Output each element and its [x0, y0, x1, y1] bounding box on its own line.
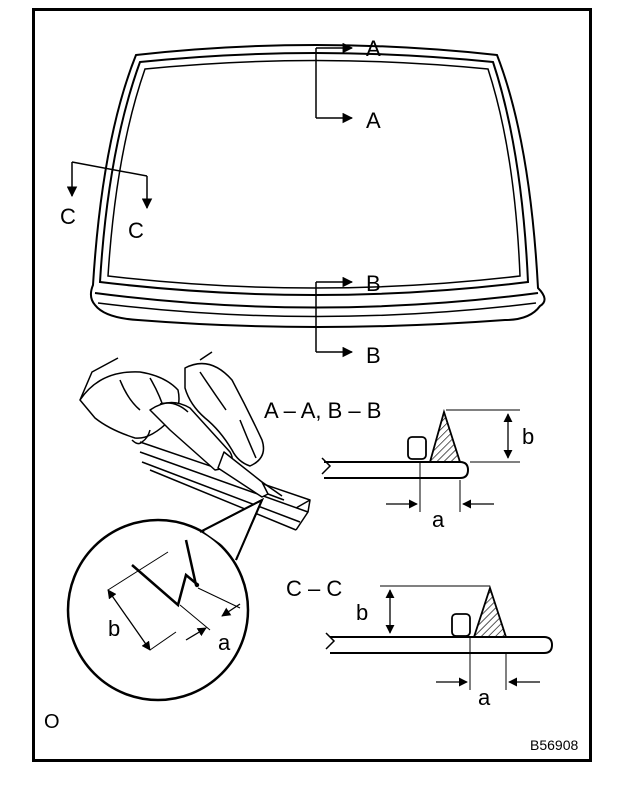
label-cc-dim-b: b — [356, 600, 368, 625]
figure-id: B56908 — [530, 737, 578, 753]
section-cc-bead — [472, 585, 508, 638]
section-ab-dam — [407, 436, 427, 460]
section-ab-detail — [321, 408, 520, 512]
hands-with-sealant-gun — [79, 351, 311, 531]
windshield-molding-inner — [107, 59, 521, 289]
heading-section-ab: A – A, B – B — [264, 398, 381, 423]
section-cc-glass — [330, 636, 554, 654]
bead-zigzag — [131, 564, 199, 608]
section-marker-c — [66, 161, 153, 210]
label-circle-dim-b: b — [108, 616, 120, 641]
section-cc-dam — [451, 613, 471, 637]
label-section-a-top: A — [366, 36, 381, 61]
label-section-b-bottom: B — [366, 343, 381, 368]
section-ab-bead — [428, 408, 462, 463]
magnifier-circle — [66, 518, 250, 702]
windshield-outer-edge — [89, 44, 546, 328]
label-cc-dim-a: a — [478, 685, 491, 710]
section-marker-a — [315, 42, 354, 124]
label-ab-dim-b: b — [522, 424, 534, 449]
heading-section-cc: C – C — [286, 576, 342, 601]
section-cc-detail — [325, 585, 554, 690]
windshield-lower-line — [97, 302, 537, 318]
corner-mark: O — [44, 711, 60, 733]
windshield — [89, 44, 546, 328]
label-ab-dim-a: a — [432, 507, 445, 532]
label-section-a-bottom: A — [366, 108, 381, 133]
windshield-molding-outer — [98, 52, 530, 296]
label-section-c-left: C — [60, 204, 76, 229]
section-ab-glass — [324, 461, 470, 479]
section-marker-b — [315, 276, 354, 358]
label-section-c-right: C — [128, 218, 144, 243]
label-section-b-top: B — [366, 271, 381, 296]
label-circle-dim-a: a — [218, 630, 231, 655]
magnified-bead-detail — [66, 497, 265, 702]
